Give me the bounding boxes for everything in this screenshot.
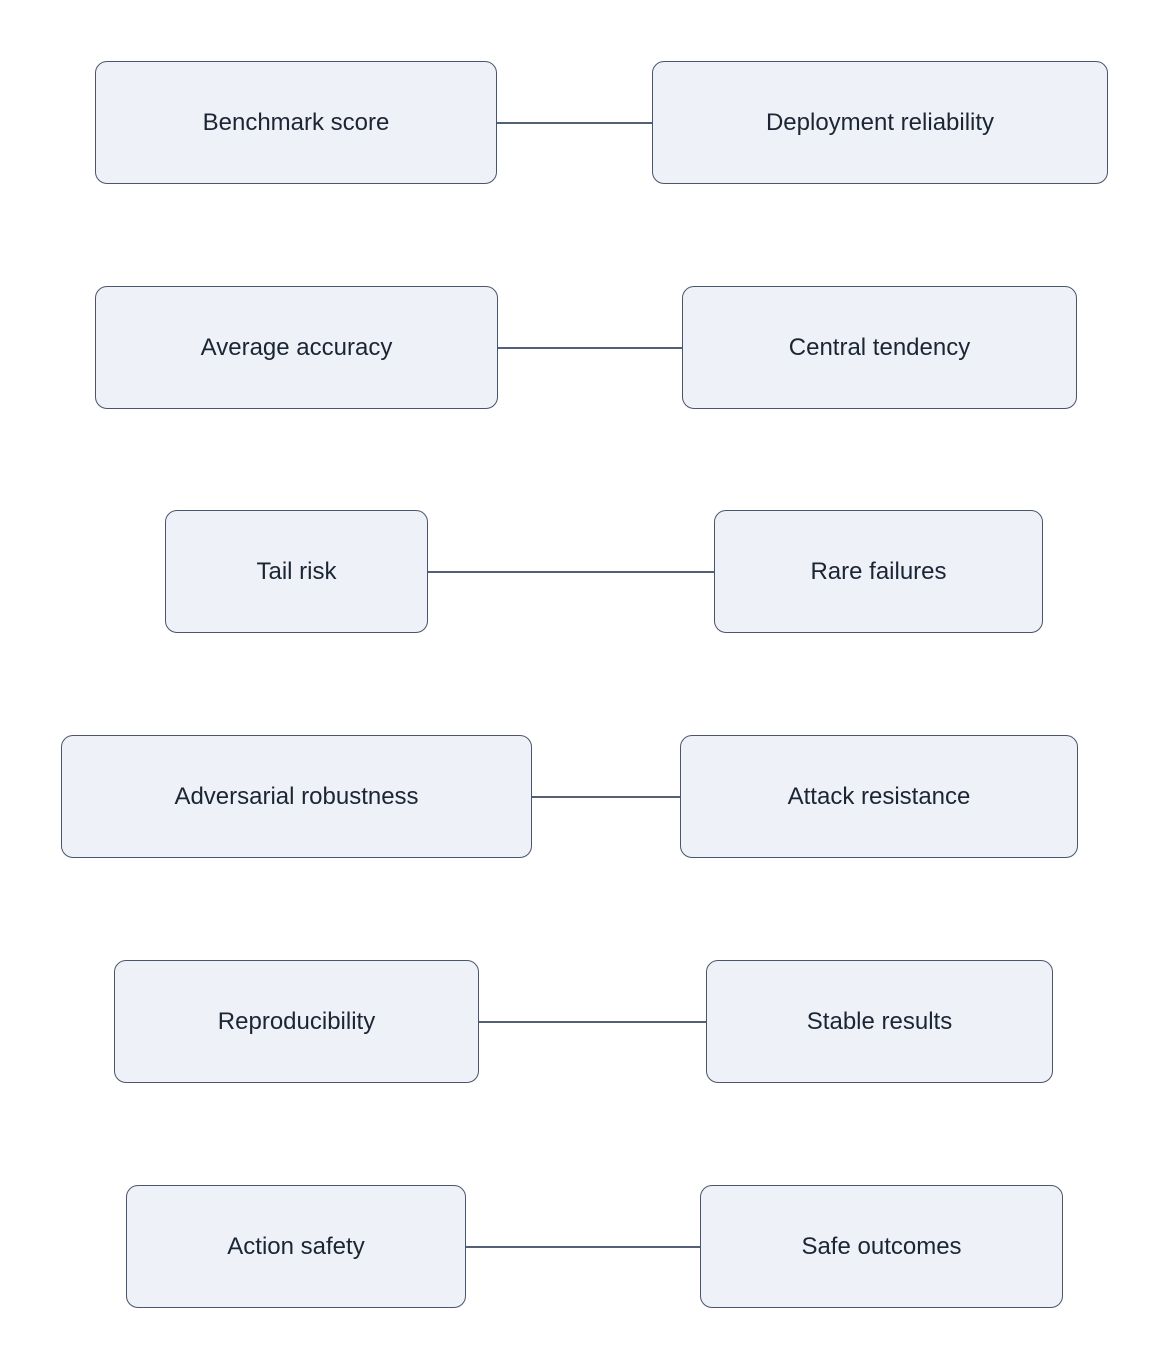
node-tail-risk[interactable]: Tail risk — [165, 510, 428, 633]
node-rare-failures[interactable]: Rare failures — [714, 510, 1043, 633]
node-safe-outcomes[interactable]: Safe outcomes — [700, 1185, 1063, 1308]
node-attack-resistance[interactable]: Attack resistance — [680, 735, 1078, 858]
connector-row-1 — [497, 122, 652, 124]
node-action-safety[interactable]: Action safety — [126, 1185, 466, 1308]
node-adversarial-robustness[interactable]: Adversarial robustness — [61, 735, 532, 858]
node-average-accuracy[interactable]: Average accuracy — [95, 286, 498, 409]
connector-row-4 — [532, 796, 680, 798]
connector-row-2 — [498, 347, 682, 349]
node-stable-results[interactable]: Stable results — [706, 960, 1053, 1083]
connector-row-5 — [479, 1021, 706, 1023]
node-benchmark-score[interactable]: Benchmark score — [95, 61, 497, 184]
node-central-tendency[interactable]: Central tendency — [682, 286, 1077, 409]
connector-row-3 — [428, 571, 714, 573]
node-deployment-reliability[interactable]: Deployment reliability — [652, 61, 1108, 184]
connector-row-6 — [466, 1246, 700, 1248]
node-reproducibility[interactable]: Reproducibility — [114, 960, 479, 1083]
